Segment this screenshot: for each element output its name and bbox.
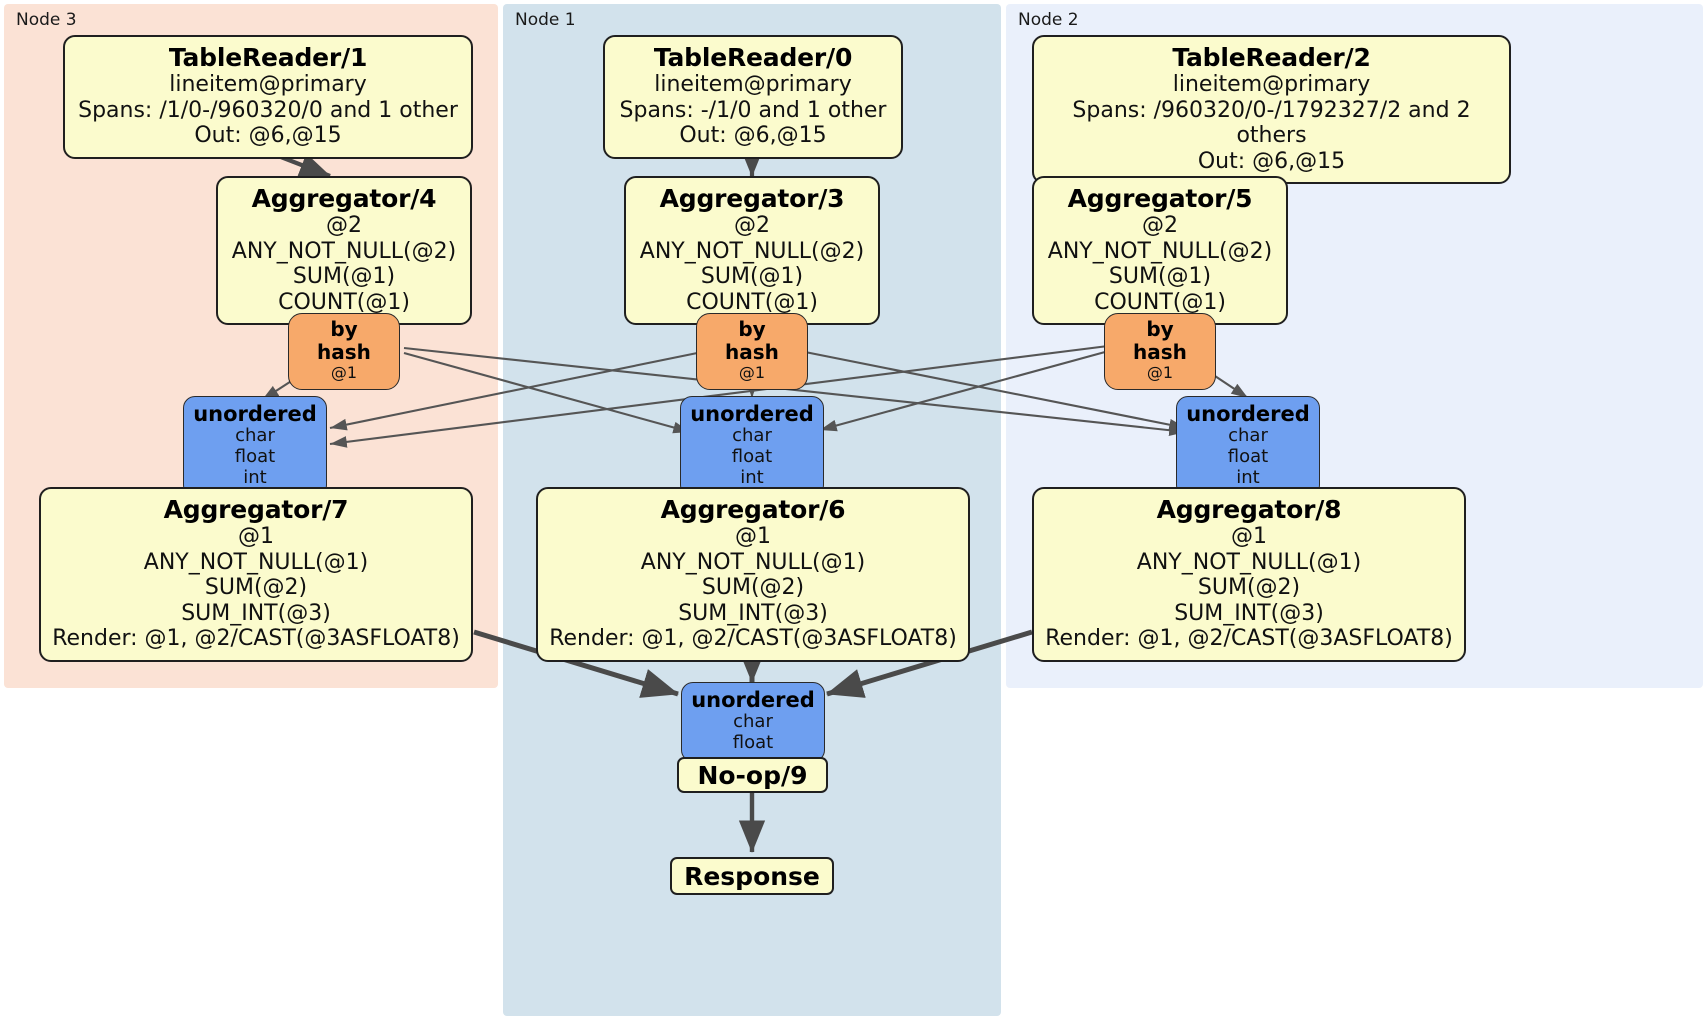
synchronizer-title: unordered [193, 402, 317, 426]
processor-detail: ANY_NOT_NULL(@2) [1047, 238, 1273, 264]
synchronizer-title: unordered [1186, 402, 1310, 426]
processor-title: Aggregator/7 [163, 495, 349, 524]
synchronizer-type: int [1236, 467, 1260, 489]
input-synchronizer-left[interactable]: unordered char float int [183, 396, 327, 497]
processor-detail: ANY_NOT_NULL(@1) [640, 549, 866, 575]
processor-title: Aggregator/3 [659, 184, 845, 213]
synchronizer-title: unordered [690, 402, 814, 426]
router-title: by hash [1133, 317, 1187, 365]
processor-title: Aggregator/8 [1156, 495, 1342, 524]
processor-detail: lineitem@primary [654, 72, 852, 97]
processor-detail: SUM(@2) [204, 575, 308, 601]
processor-detail: Spans: -/1/0 and 1 other [619, 97, 887, 123]
processor-detail: Out: @6,@15 [1197, 148, 1346, 174]
synchronizer-title: unordered [691, 688, 815, 712]
response-title: Response [684, 861, 820, 891]
processor-detail: Out: @6,@15 [679, 123, 827, 149]
output-router-by-hash-left[interactable]: by hash @1 [288, 313, 400, 390]
processor-detail: SUM(@2) [701, 575, 805, 601]
processor-detail: ANY_NOT_NULL(@2) [231, 238, 457, 264]
processor-detail: @1 [238, 524, 274, 549]
processor-detail: COUNT(@1) [1094, 289, 1226, 315]
processor-table-reader-2[interactable]: TableReader/2 lineitem@primary Spans: /9… [1032, 35, 1511, 185]
processor-detail: ANY_NOT_NULL(@1) [1136, 549, 1362, 575]
processor-detail: SUM(@1) [700, 264, 804, 290]
processor-detail: ANY_NOT_NULL(@2) [639, 238, 865, 264]
synchronizer-type: int [740, 467, 764, 489]
processor-table-reader-0[interactable]: TableReader/0 lineitem@primary Spans: -/… [603, 35, 903, 159]
processor-detail: lineitem@primary [1172, 72, 1371, 97]
panel-label-node2: Node 2 [1018, 10, 1079, 30]
processor-aggregator-8[interactable]: Aggregator/8 @1 ANY_NOT_NULL(@1) SUM(@2)… [1032, 487, 1466, 662]
synchronizer-type: int [243, 467, 267, 489]
processor-detail: SUM(@2) [1197, 575, 1301, 601]
processor-aggregator-5[interactable]: Aggregator/5 @2 ANY_NOT_NULL(@2) SUM(@1)… [1032, 176, 1288, 326]
node-response[interactable]: Response [670, 857, 834, 895]
processor-detail: Spans: /1/0-/960320/0 and 1 other [78, 97, 458, 123]
processor-detail: lineitem@primary [169, 72, 367, 97]
processor-detail: Spans: /960320/0-/1792327/2 and 2 others [1072, 97, 1471, 149]
output-router-by-hash-right[interactable]: by hash @1 [1104, 313, 1216, 390]
processor-detail: SUM(@1) [1108, 264, 1212, 290]
processor-detail: SUM_INT(@3) [678, 600, 828, 626]
synchronizer-type: char [1228, 425, 1268, 447]
processor-aggregator-3[interactable]: Aggregator/3 @2 ANY_NOT_NULL(@2) SUM(@1)… [624, 176, 880, 326]
processor-detail: @2 [1142, 213, 1178, 238]
processor-aggregator-4[interactable]: Aggregator/4 @2 ANY_NOT_NULL(@2) SUM(@1)… [216, 176, 472, 326]
processor-render: Render: @1, @2/CAST(@3ASFLOAT8) [52, 626, 460, 652]
processor-title: TableReader/1 [168, 43, 368, 72]
output-router-by-hash-center[interactable]: by hash @1 [696, 313, 808, 390]
processor-no-op-9[interactable]: No-op/9 [677, 757, 828, 793]
synchronizer-type: float [234, 446, 276, 468]
router-title: by hash [317, 317, 371, 365]
synchronizer-type: float [1227, 446, 1269, 468]
processor-render: Render: @1, @2/CAST(@3ASFLOAT8) [549, 626, 957, 652]
processor-aggregator-6[interactable]: Aggregator/6 @1 ANY_NOT_NULL(@1) SUM(@2)… [536, 487, 970, 662]
router-detail: @1 [738, 363, 766, 383]
synchronizer-type: char [732, 425, 772, 447]
router-detail: @1 [330, 363, 358, 383]
processor-render: Render: @1, @2/CAST(@3ASFLOAT8) [1045, 626, 1453, 652]
processor-detail: COUNT(@1) [278, 289, 410, 315]
processor-title: TableReader/0 [653, 43, 853, 72]
processor-title: Aggregator/5 [1067, 184, 1253, 213]
processor-detail: COUNT(@1) [686, 289, 818, 315]
processor-detail: ANY_NOT_NULL(@1) [143, 549, 369, 575]
synchronizer-type: char [235, 425, 275, 447]
panel-label-node3: Node 3 [16, 10, 77, 30]
processor-detail: Out: @6,@15 [194, 123, 342, 149]
panel-label-node1: Node 1 [515, 10, 576, 30]
processor-detail: SUM(@1) [292, 264, 396, 290]
synchronizer-type: char [733, 711, 773, 733]
input-synchronizer-right[interactable]: unordered char float int [1176, 396, 1320, 497]
processor-detail: @1 [735, 524, 771, 549]
processor-detail: @1 [1231, 524, 1267, 549]
processor-detail: @2 [734, 213, 770, 238]
synchronizer-type: float [732, 732, 774, 754]
processor-detail: SUM_INT(@3) [1174, 600, 1324, 626]
processor-aggregator-7[interactable]: Aggregator/7 @1 ANY_NOT_NULL(@1) SUM(@2)… [39, 487, 473, 662]
input-synchronizer-final[interactable]: unordered char float [681, 682, 825, 763]
synchronizer-type: float [731, 446, 773, 468]
input-synchronizer-center[interactable]: unordered char float int [680, 396, 824, 497]
router-detail: @1 [1146, 363, 1174, 383]
processor-title: TableReader/2 [1172, 43, 1371, 72]
processor-table-reader-1[interactable]: TableReader/1 lineitem@primary Spans: /1… [63, 35, 473, 159]
router-title: by hash [725, 317, 779, 365]
processor-detail: @2 [326, 213, 362, 238]
processor-title: Aggregator/4 [251, 184, 437, 213]
processor-detail: SUM_INT(@3) [181, 600, 331, 626]
processor-title: Aggregator/6 [660, 495, 846, 524]
processor-title: No-op/9 [697, 760, 808, 790]
